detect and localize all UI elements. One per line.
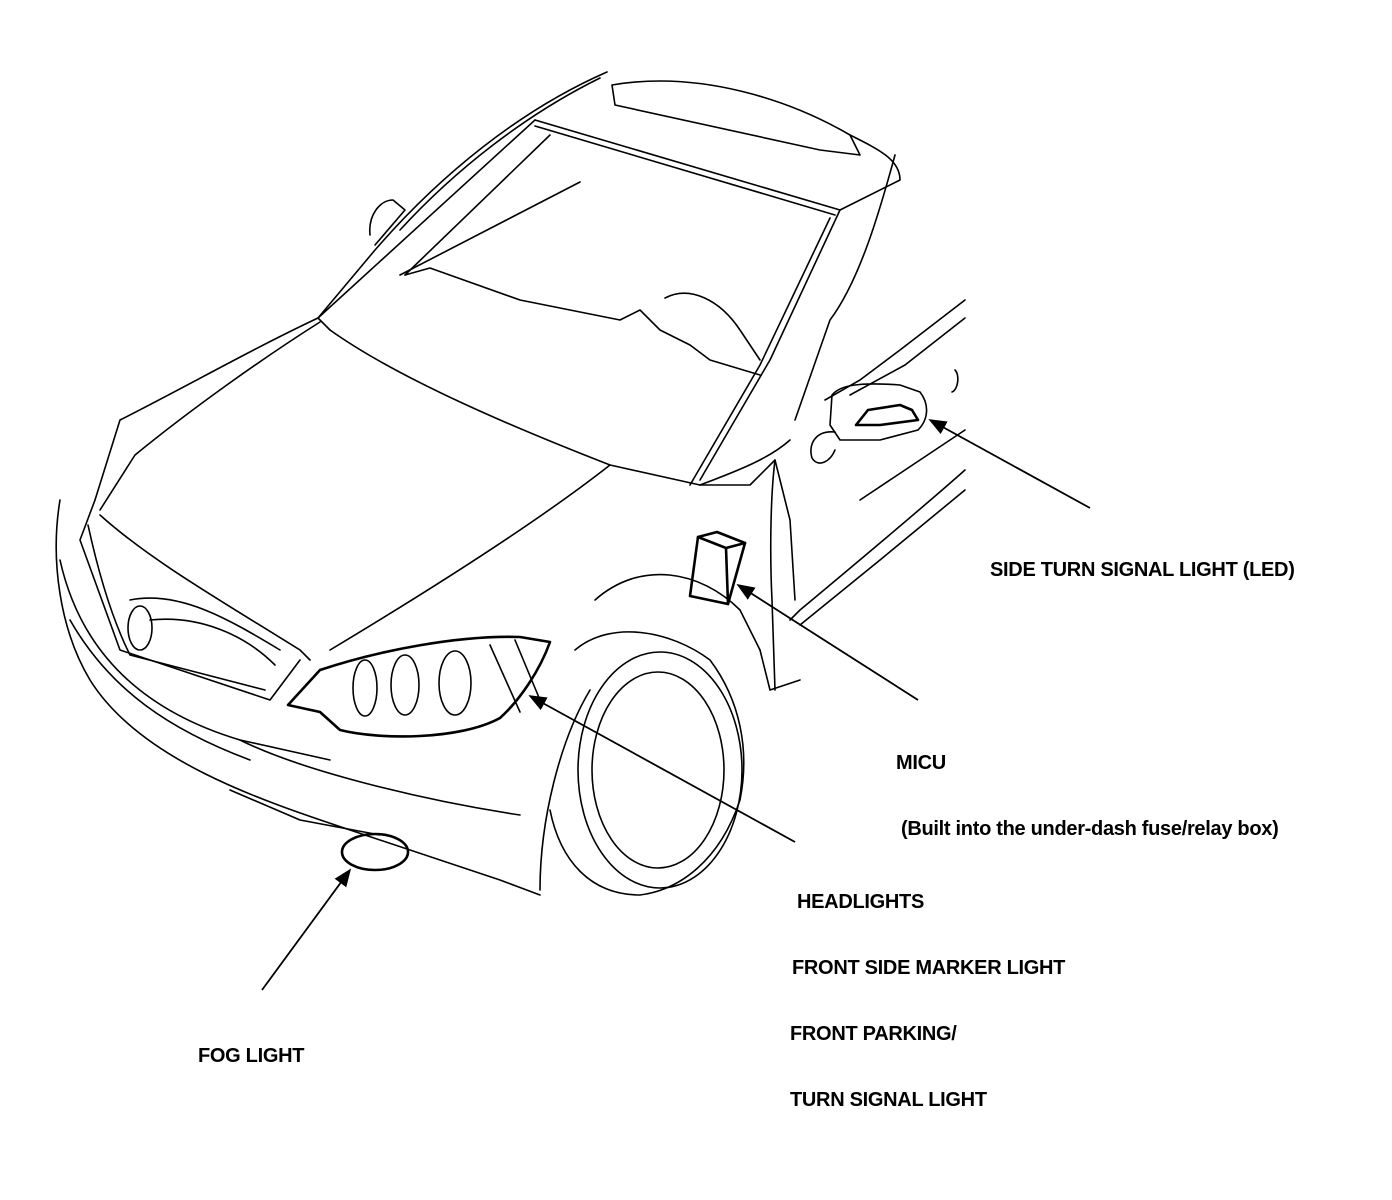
headlights-label: HEADLIGHTS FRONT SIDE MARKER LIGHT FRONT… — [790, 847, 1065, 1133]
side-turn-leader — [928, 419, 1091, 509]
headlights-leader — [528, 695, 796, 843]
headlights-text: HEADLIGHTS — [797, 891, 925, 913]
micu-label: MICU (Built into the under-dash fuse/rel… — [896, 708, 1279, 862]
vehicle-outline — [55, 71, 966, 896]
front-parking-text: FRONT PARKING/ — [790, 1023, 957, 1045]
micu-title: MICU — [896, 752, 946, 774]
fog-light-leader — [261, 868, 352, 991]
fog-light-text: FOG LIGHT — [198, 1045, 305, 1067]
side-turn-signal-label: SIDE TURN SIGNAL LIGHT (LED) — [990, 515, 1295, 603]
turn-signal-text: TURN SIGNAL LIGHT — [790, 1089, 987, 1111]
micu-note: (Built into the under-dash fuse/relay bo… — [901, 818, 1279, 840]
front-side-marker-text: FRONT SIDE MARKER LIGHT — [792, 957, 1066, 979]
micu-leader — [736, 584, 919, 701]
fog-light-label: FOG LIGHT — [198, 1001, 304, 1089]
side-turn-signal-text: SIDE TURN SIGNAL LIGHT (LED) — [990, 559, 1295, 581]
